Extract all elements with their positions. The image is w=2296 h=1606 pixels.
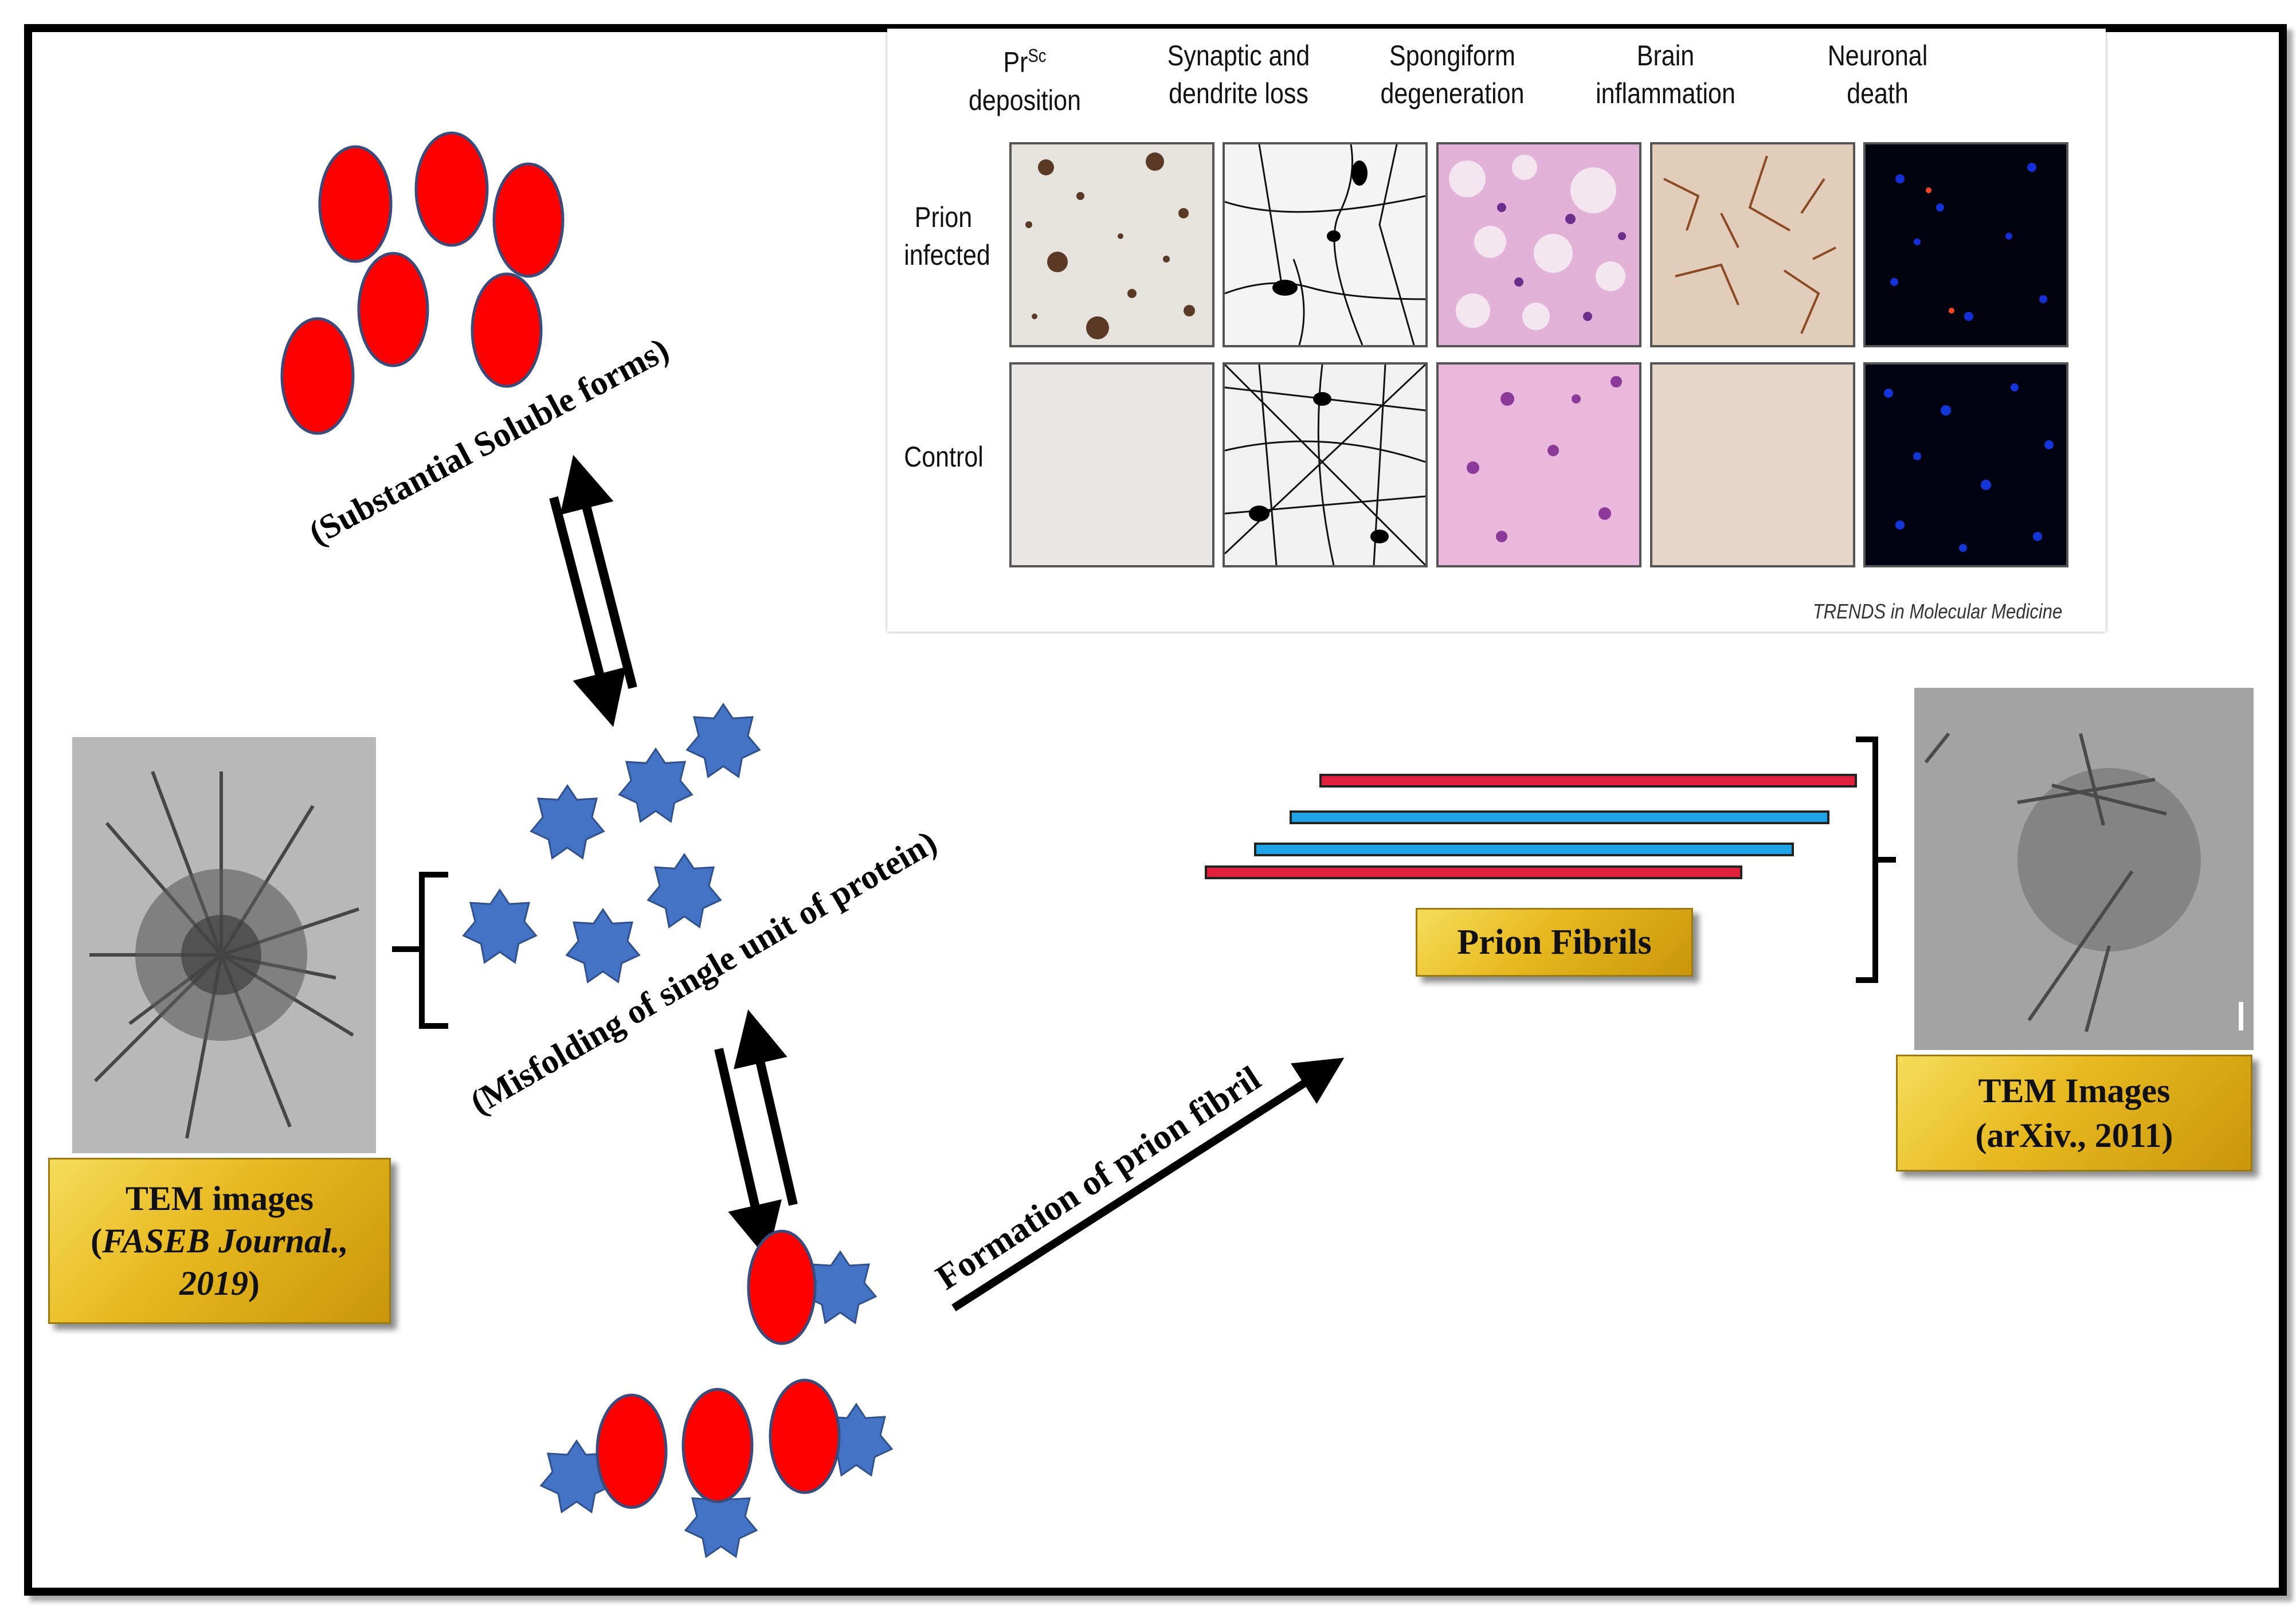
formation-arrow	[951, 1057, 1345, 1311]
micrograph-synaptic-infected	[1223, 142, 1428, 347]
micrograph-prpsc-control	[1009, 362, 1214, 567]
right-bracket	[1856, 737, 1896, 983]
prion-fibrils-box: Prion Fibrils	[1416, 908, 1693, 977]
micrograph-neuronal-death-control	[1863, 362, 2068, 567]
prion-fibrils-label: Prion Fibrils	[1457, 922, 1652, 962]
tem-left-caption-title: TEM images	[125, 1180, 314, 1217]
misfolded-protein-stars	[463, 703, 761, 983]
tem-left-caption-box: TEM images (FASEB Journal., 2019)	[48, 1158, 391, 1324]
soluble-monomer-cluster	[280, 131, 565, 435]
tem-right-caption-source: (arXiv., 2011)	[1975, 1117, 2173, 1154]
equilibrium-arrows-top	[549, 455, 637, 727]
micrograph-synaptic-control	[1223, 362, 1428, 567]
tem-left-caption-journal: FASEB Journal.,	[102, 1222, 348, 1260]
tem-right-caption-box: TEM Images (arXiv., 2011)	[1896, 1055, 2252, 1172]
row-header-control: Control	[904, 441, 984, 473]
tem-right-caption-title: TEM Images	[1978, 1072, 2170, 1110]
micrograph-prpsc-infected	[1009, 142, 1214, 347]
tem-left-caption-year: 2019	[179, 1264, 248, 1302]
micrograph-spongiform-control	[1436, 362, 1641, 567]
micrograph-spongiform-infected	[1436, 142, 1641, 347]
tem-image-right	[1914, 688, 2254, 1050]
micrograph-inflammation-control	[1650, 362, 1855, 567]
column-header-prpsc: PrSc deposition	[968, 45, 1082, 116]
left-bracket	[392, 872, 448, 1029]
tem-image-left	[72, 737, 376, 1153]
prion-fibril-lines	[1205, 774, 1857, 879]
equilibrium-arrows-bottom	[714, 1009, 798, 1259]
figure-credit: TRENDS in Molecular Medicine	[1812, 600, 2062, 623]
micrograph-neuronal-death-infected	[1863, 142, 2068, 347]
micrograph-inflammation-infected	[1650, 142, 1855, 347]
oligomer-cluster	[540, 1229, 893, 1558]
